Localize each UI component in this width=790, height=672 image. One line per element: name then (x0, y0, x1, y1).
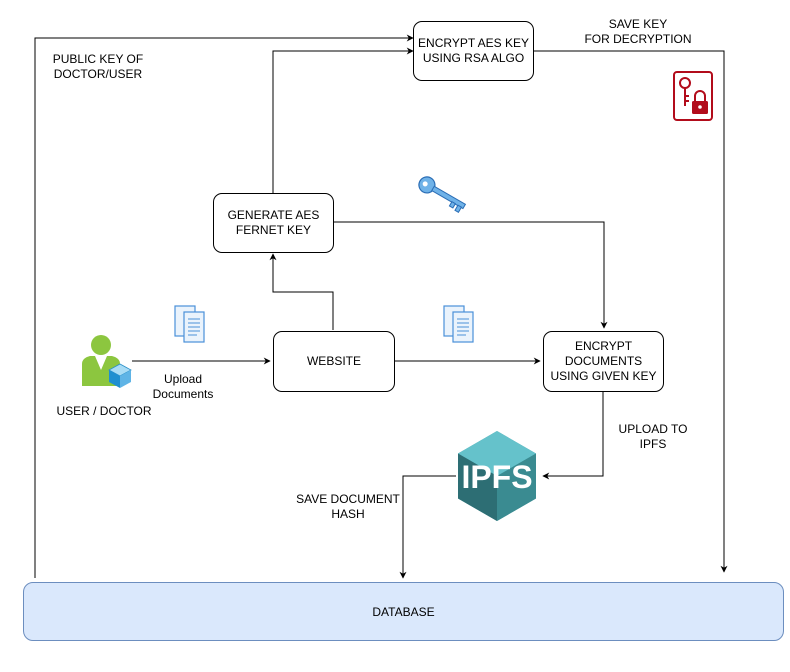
ipfs-logo-text: IPFS (461, 459, 532, 495)
key-lock-icon (673, 71, 713, 121)
edge-generate-to-encrypt-aes (272, 47, 414, 193)
edge-public-key-to-encrypt-aes (34, 34, 414, 578)
edge-website-to-generate (269, 253, 334, 330)
generate-aes-key-label: GENERATE AES FERNET KEY (227, 208, 320, 237)
public-key-label: PUBLIC KEY OF DOCTOR/USER (52, 52, 144, 81)
blue-key-icon (418, 176, 467, 214)
encrypt-aes-key-label: ENCRYPT AES KEY USING RSA ALGO (418, 36, 529, 65)
documents-icon (174, 305, 205, 343)
edge-ipfs-to-database (399, 475, 456, 579)
encrypt-aes-key-node: ENCRYPT AES KEY USING RSA ALGO (413, 21, 534, 81)
edge-generate-to-encrypt-docs (333, 221, 608, 329)
database-node: DATABASE (23, 582, 784, 641)
documents-icon (443, 305, 474, 343)
edge-encrypt-docs-to-ipfs (542, 392, 604, 480)
upload-to-ipfs-label: UPLOAD TO IPFS (618, 422, 688, 451)
save-document-hash-label: SAVE DOCUMENT HASH (296, 492, 400, 521)
ipfs-logo-icon (458, 431, 536, 521)
user-doctor-label: USER / DOCTOR (56, 404, 152, 418)
save-key-label: SAVE KEY FOR DECRYPTION (584, 17, 692, 46)
encrypt-documents-node: ENCRYPT DOCUMENTS USING GIVEN KEY (543, 331, 664, 392)
user-doctor-icon (82, 335, 132, 388)
website-node: WEBSITE (273, 331, 395, 392)
edge-encrypt-aes-to-database (533, 50, 728, 573)
encrypt-documents-label: ENCRYPT DOCUMENTS USING GIVEN KEY (550, 339, 657, 383)
generate-aes-key-node: GENERATE AES FERNET KEY (213, 193, 334, 253)
upload-documents-label: Upload Documents (152, 372, 214, 401)
database-label: DATABASE (372, 604, 435, 619)
website-label: WEBSITE (306, 354, 361, 368)
